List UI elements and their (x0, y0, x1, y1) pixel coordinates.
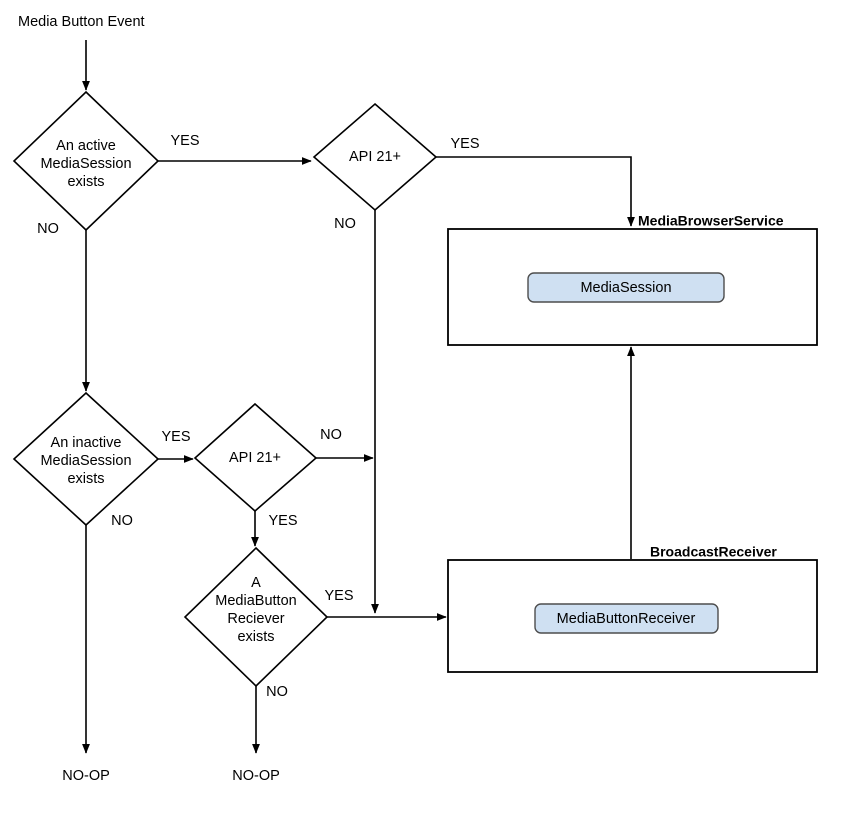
edge-api21-top-yes-to-mediabrowserservice (436, 156, 635, 227)
edge-label-active-no: NO (37, 221, 59, 237)
start-label: Media Button Event (18, 14, 145, 30)
decision-active-mediasession-line-2: MediaSession (40, 156, 131, 172)
edge-label-api21-top-no: NO (334, 216, 356, 232)
edge-label-active-yes: YES (170, 133, 199, 149)
edge-label-receiver-no: NO (266, 684, 288, 700)
decision-mediabutton-receiver-line-4: exists (237, 629, 274, 645)
decision-active-mediasession-line-3: exists (67, 174, 104, 190)
edge-label-api21-bottom-no: NO (320, 427, 342, 443)
decision-mediabutton-receiver-line-1: A (251, 575, 261, 591)
decision-mediabutton-receiver-line-2: MediaButton (215, 593, 296, 609)
terminal-noop-center: NO-OP (232, 768, 280, 784)
decision-active-mediasession-line-1: An active (56, 138, 116, 154)
node-mediasession-label: MediaSession (580, 280, 671, 296)
edge-label-api21-bottom-yes: YES (268, 513, 297, 529)
decision-inactive-mediasession-line-3: exists (67, 471, 104, 487)
edge-label-api21-top-yes: YES (450, 136, 479, 152)
decision-api21-bottom-label: API 21+ (229, 450, 281, 466)
edge-label-inactive-no: NO (111, 513, 133, 529)
container-broadcastreceiver-title: BroadcastReceiver (650, 544, 777, 560)
decision-inactive-mediasession-line-2: MediaSession (40, 453, 131, 469)
decision-mediabutton-receiver-line-3: Reciever (227, 611, 284, 627)
edge-label-inactive-yes: YES (161, 429, 190, 445)
node-mediabuttonreceiver[interactable] (534, 603, 719, 634)
decision-api21-top-label: API 21+ (349, 149, 401, 165)
node-mediabuttonreceiver-label: MediaButtonReceiver (557, 611, 696, 627)
terminal-noop-left: NO-OP (62, 768, 110, 784)
container-mediabrowserservice-title: MediaBrowserService (638, 213, 784, 229)
node-mediasession[interactable] (527, 272, 725, 303)
decision-inactive-mediasession-line-1: An inactive (51, 435, 122, 451)
edge-label-receiver-yes: YES (324, 588, 353, 604)
